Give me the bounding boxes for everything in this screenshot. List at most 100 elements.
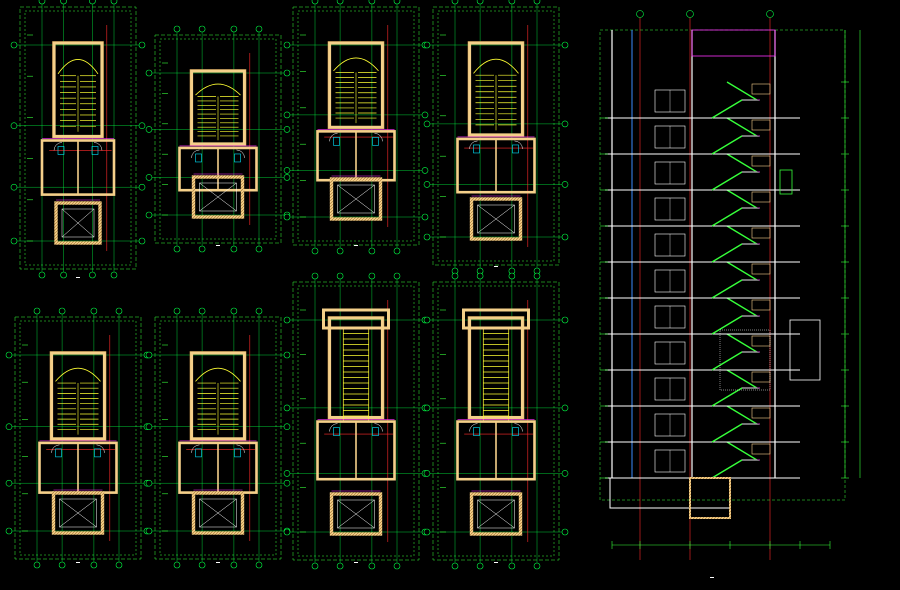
grid-bubble — [336, 562, 344, 570]
stair-landing-arc — [195, 83, 241, 96]
section-grid-bubble — [636, 10, 644, 18]
grid-bubble — [283, 479, 291, 487]
elevator-shaft-wall — [51, 491, 105, 535]
grid-bubble — [145, 69, 153, 77]
door-swing — [236, 444, 245, 453]
stair-core-wall — [327, 41, 385, 129]
elevator-shaft-wall — [469, 197, 523, 241]
grid-bubble — [198, 307, 206, 315]
grid-bubble — [336, 0, 344, 5]
grid-bubble — [508, 0, 516, 5]
plan-8 — [423, 272, 569, 570]
grid-bubble — [311, 0, 319, 5]
stair-core-wall — [189, 69, 247, 146]
grid-bubble — [283, 41, 291, 49]
grid-bubble — [138, 122, 146, 129]
grid-bubble — [283, 126, 291, 133]
grid-bubble — [393, 562, 401, 570]
grid-bubble — [255, 245, 263, 253]
roof-parapet — [322, 308, 390, 330]
stair-landing-arc — [195, 367, 241, 382]
inner-dim-box — [297, 10, 415, 242]
grid-bubble — [110, 271, 118, 279]
grid-bubble — [561, 233, 569, 241]
grid-bubble — [561, 181, 569, 188]
grid-bubble — [283, 213, 291, 221]
grid-bubble — [10, 237, 18, 245]
section-side-stair — [779, 169, 793, 195]
grid-bubble — [393, 272, 401, 280]
fixture — [94, 448, 101, 458]
elevator-cross — [477, 204, 515, 234]
grid-bubble — [10, 41, 18, 49]
grid-bubble — [230, 307, 238, 315]
grid-bubble — [5, 479, 13, 487]
stair-core-wall — [189, 351, 247, 441]
grid-bubble — [423, 120, 431, 128]
stair-core-wall — [467, 316, 525, 420]
section-cut-block — [751, 443, 771, 455]
door-swing — [374, 423, 383, 432]
section-grid-bubble — [686, 10, 694, 18]
section-annex — [789, 319, 821, 381]
stair-core-wall — [52, 41, 104, 139]
grid-bubble — [255, 561, 263, 569]
plan-5 — [5, 307, 151, 569]
section-grid-bubble — [766, 10, 774, 18]
grid-bubble — [423, 316, 431, 324]
elevator-cross — [61, 208, 95, 238]
elevator-car — [199, 498, 237, 528]
section-cut-block — [751, 407, 771, 419]
grid-bubble — [283, 470, 291, 477]
elevator-shaft-wall — [469, 492, 523, 536]
building-section — [599, 10, 861, 560]
grid-bubble — [423, 404, 431, 412]
grid-bubble — [476, 272, 484, 280]
section-basement — [609, 477, 731, 509]
elevator-car — [477, 204, 515, 234]
grid-bubble — [10, 122, 18, 129]
grid-bubble — [421, 111, 429, 119]
stair-core-outline — [467, 316, 525, 420]
grid-bubble — [283, 351, 291, 359]
fixture — [473, 427, 480, 436]
section-cut-block — [751, 299, 771, 311]
grid-bubble — [60, 271, 67, 279]
section-cut-block — [751, 191, 771, 203]
elevator-cross — [59, 498, 97, 528]
grid-bubble — [145, 174, 153, 181]
grid-bubble — [336, 247, 344, 255]
stair-landing-arc — [55, 367, 101, 382]
grid-bubble — [198, 245, 206, 253]
stair-core-wall — [49, 351, 107, 441]
stair-core-wall — [467, 41, 525, 137]
grid-bubble — [5, 527, 13, 535]
fixture — [372, 137, 379, 146]
grid-bubble — [533, 0, 541, 5]
elevator-car — [61, 208, 95, 238]
grid-bubble — [421, 167, 429, 174]
door-swing — [51, 444, 60, 453]
grid-bubble — [533, 562, 541, 570]
door-swing — [514, 423, 523, 432]
grid-bubble — [508, 272, 516, 280]
grid-bubble — [561, 316, 569, 324]
fixture — [512, 144, 519, 154]
grid-bubble — [283, 111, 291, 119]
door-swing — [329, 133, 338, 142]
roof-parapet — [462, 308, 530, 330]
grid-bubble — [230, 245, 238, 253]
door-swing — [469, 423, 478, 432]
inner-dim-box — [437, 10, 555, 262]
elevator-car — [199, 182, 237, 212]
section-outer-frame — [599, 29, 846, 501]
section-cut-block — [751, 83, 771, 95]
fixture — [234, 448, 241, 458]
stair-core-outline — [189, 69, 247, 146]
fixture — [195, 153, 202, 163]
inner-dim-box — [159, 38, 277, 240]
grid-bubble — [255, 25, 263, 33]
outer-dim-box — [154, 316, 282, 560]
door-swing — [374, 133, 383, 142]
section-cut-block — [751, 263, 771, 275]
